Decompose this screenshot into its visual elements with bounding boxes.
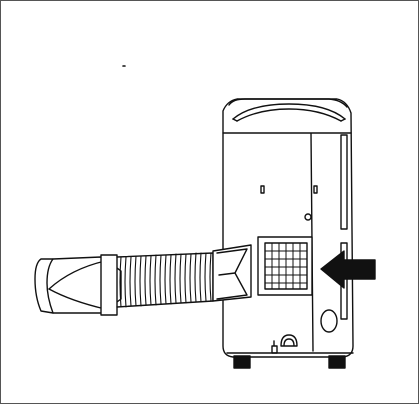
unit-outline (222, 98, 354, 358)
right-slot-bottom (340, 242, 348, 320)
grille-lines (264, 242, 308, 290)
window-adapter (34, 258, 54, 314)
drain-port (320, 309, 338, 333)
mark-left (260, 185, 265, 194)
small-knob (304, 213, 312, 221)
adapter-collar (100, 254, 118, 316)
hose-ribs (119, 252, 212, 308)
ac-unit (222, 98, 354, 369)
mark-right (313, 185, 318, 194)
arrow-left-icon (320, 250, 376, 289)
wheel-left (233, 355, 251, 369)
wheel-right (328, 355, 346, 369)
filter-grille (257, 236, 313, 296)
right-slot-top (340, 134, 348, 230)
top-handle (228, 98, 348, 120)
exhaust-hose (34, 244, 252, 316)
drain-cap (280, 334, 298, 347)
